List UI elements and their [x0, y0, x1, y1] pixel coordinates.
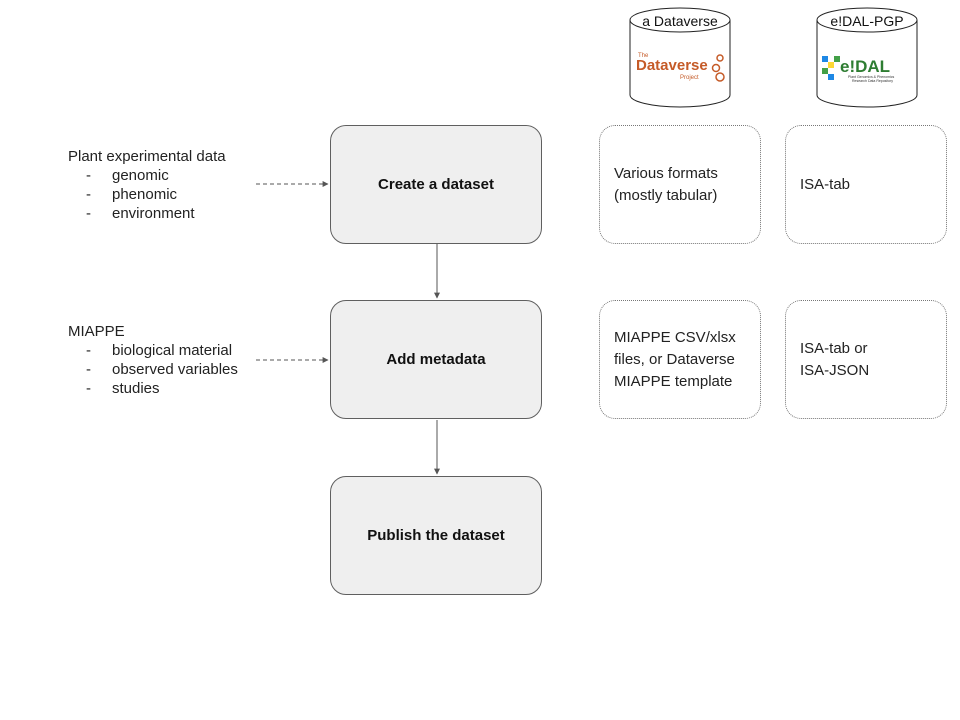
list-item: -genomic	[86, 167, 169, 184]
add-metadata-step: Add metadata	[330, 300, 542, 419]
create-dataset-step: Create a dataset	[330, 125, 542, 244]
publish-dataset-step: Publish the dataset	[330, 476, 542, 595]
edal-logo-main: e!DAL	[840, 57, 890, 76]
experimental-data-title: Plant experimental data	[68, 148, 226, 165]
edal-logo-sub1: Plant Genomics & Phenomics	[848, 75, 895, 79]
miappe-list: MIAPPE -biological material -observed va…	[68, 322, 238, 398]
list-item: -phenomic	[86, 186, 178, 203]
dataverse-logo-main: Dataverse	[636, 57, 708, 74]
list-item: -biological material	[86, 342, 233, 359]
edal-logo: e!DAL Plant Genomics & Phenomics Researc…	[818, 50, 914, 84]
edal-label: e!DAL-PGP	[830, 13, 904, 29]
dataverse-logo-small: The	[638, 53, 649, 59]
edal-data-formats: ISA-tab	[785, 125, 947, 244]
edal-logo-sub2: Research Data Repository	[852, 79, 893, 83]
dataverse-metadata-formats: MIAPPE CSV/xlsx files, or Dataverse MIAP…	[599, 300, 761, 419]
dataverse-label: a Dataverse	[642, 13, 718, 29]
list-item: -observed variables	[86, 361, 238, 378]
experimental-data-list: Plant experimental data -genomic -phenom…	[68, 147, 226, 223]
edal-metadata-formats: ISA-tab or ISA-JSON	[785, 300, 947, 419]
list-item: -studies	[86, 380, 160, 397]
dataverse-logo: The Dataverse Project	[632, 48, 728, 84]
list-item: -environment	[86, 205, 195, 222]
dataverse-data-formats: Various formats (mostly tabular)	[599, 125, 761, 244]
dataverse-logo-sub: Project	[680, 75, 699, 81]
miappe-title: MIAPPE	[68, 323, 125, 340]
